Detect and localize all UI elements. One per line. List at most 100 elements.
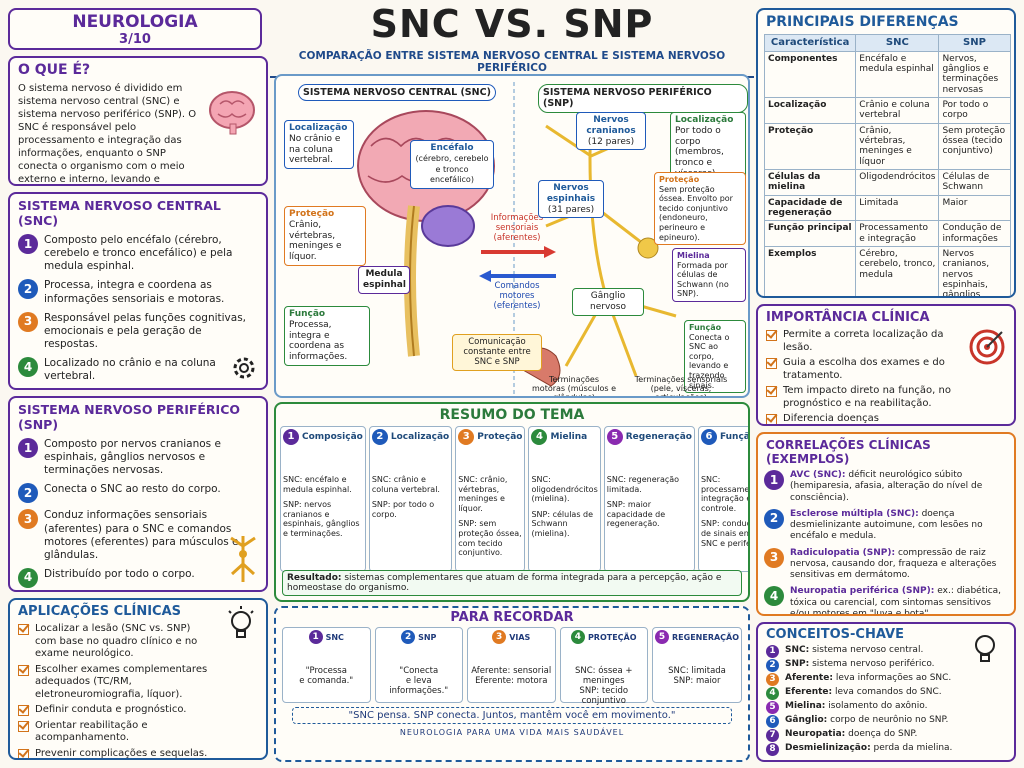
resumo-col-snc: SNC: encéfalo e medula espinhal. <box>283 475 352 494</box>
resumo-col-snc: SNC: processamento, integração e control… <box>700 475 750 513</box>
number-badge: 3 <box>18 509 38 530</box>
checkbox-icon <box>18 720 29 732</box>
item-text: Localizado no crânio e na coluna vertebr… <box>44 357 216 383</box>
recordar-card-line1: Aferente: sensorial <box>471 666 552 676</box>
conceito-text: Mielina: isolamento do axônio. <box>785 701 927 712</box>
check-item: Prevenir complicações e sequelas. <box>18 748 212 758</box>
comm-callout: Comunicação constante entre SNC e SNP <box>452 334 542 371</box>
number-badge: 6 <box>766 715 779 728</box>
check-text: Guia a escolha dos exames e do tratament… <box>783 357 945 381</box>
table-cell: Condução de informações <box>938 220 1011 247</box>
table-cell: Componentes <box>763 50 857 98</box>
number-badge: 1 <box>18 438 38 458</box>
conceito-value: sistema nervoso periférico. <box>812 659 935 669</box>
conceito-text: Aferente: leva informações ao SNC. <box>785 673 951 684</box>
check-text: Diferencia doenças desmielinizantes do S… <box>783 413 879 424</box>
snc-diagram-label: SISTEMA NERVOSO CENTRAL (SNC) <box>298 84 496 102</box>
resumo-col-snp: SNP: condução de sinais entre SNC e peri… <box>700 519 749 548</box>
resumo-col-snc: SNC: crânio, vértebras, meninges e líquo… <box>458 475 508 513</box>
resumo-col-title: Localização <box>390 431 450 442</box>
table-cell: Nervos cranianos, nervos espinhais, gâng… <box>938 246 1011 296</box>
snp-diagram-label: SISTEMA NERVOSO PERIFÉRICO (SNP) <box>538 84 748 113</box>
table-cell: Por todo o corpo <box>938 96 1011 124</box>
eff-label: Comandos motores (eferentes) <box>493 281 541 311</box>
conceito-value: corpo de neurônio no SNP. <box>830 715 949 725</box>
number-badge: 2 <box>764 508 784 529</box>
conceito-text: Eferente: leva comandos do SNC. <box>785 687 942 698</box>
number-badge: 5 <box>655 630 669 644</box>
conceito-item: 1 SNC: sistema nervoso central. <box>766 645 1006 658</box>
lightbulb-icon <box>228 606 254 638</box>
conceito-item: 6 Gânglio: corpo de neurônio no SNP. <box>766 715 1006 728</box>
target-icon <box>969 329 1005 365</box>
correlacao-text: Radiculopatia (SNP): compressão de raiz … <box>790 548 1008 582</box>
conceito-key: Eferente: <box>785 687 833 697</box>
checkbox-icon <box>766 386 777 397</box>
number-badge: 3 <box>764 547 784 568</box>
resumo-col-snc: SNC: crânio e coluna vertebral. <box>371 475 440 494</box>
table-header: Característica <box>763 34 857 52</box>
aplicacoes-list: Localizar a lesão (SNC vs. SNP) com base… <box>10 623 220 758</box>
conceito-value: sistema nervoso central. <box>812 645 924 655</box>
number-badge: 4 <box>570 630 585 644</box>
number-badge: 1 <box>764 470 784 490</box>
table-cell: Proteção <box>763 122 857 170</box>
conceito-text: Desmielinização: perda da mielina. <box>785 743 952 754</box>
checkbox-icon <box>18 748 29 758</box>
conceito-text: SNP: sistema nervoso periférico. <box>785 659 935 670</box>
number-badge: 7 <box>766 729 779 742</box>
snp-title: SISTEMA NERVOSO PERIFÉRICO (SNP) <box>18 402 241 432</box>
correlacao-item: 1 AVC (SNC): déficit neurológico súbito (… <box>764 470 1008 504</box>
resumo-col-snc: SNC: regeneração limitada. <box>606 475 680 494</box>
check-item: Escolher exames complementares adequados… <box>18 664 212 702</box>
number-badge: 3 <box>458 429 475 445</box>
sens-label: Terminações sensoriais (pele, vísceras, … <box>634 375 728 398</box>
conceito-text: SNC: sistema nervoso central. <box>785 645 923 656</box>
aplicacoes-title: APLICAÇÕES CLÍNICAS <box>18 604 182 619</box>
correlacao-text: AVC (SNC): déficit neurológico súbito (h… <box>790 470 1008 504</box>
recordar-card-line2: SNP: tecido conjuntivo <box>579 686 629 706</box>
conceito-value: leva comandos do SNC. <box>835 687 942 697</box>
cran-callout: Nervos cranianos(12 pares) <box>576 112 646 151</box>
checkbox-icon <box>18 624 29 635</box>
conceito-text: Gânglio: corpo de neurônio no SNP. <box>785 715 948 726</box>
check-text: Escolher exames complementares adequados… <box>35 663 208 700</box>
table-cell: Capacidade de regeneração <box>763 194 857 222</box>
table-cell: Sem proteção óssea (tecido conjuntivo) <box>938 122 1011 170</box>
check-item: Localizar a lesão (SNC vs. SNP) com base… <box>18 623 212 661</box>
table-cell: Nervos, gânglios e terminações nervosas <box>938 50 1011 98</box>
item-text: Processa, integra e coordena as informaç… <box>44 279 225 305</box>
conceito-key: Desmielinização: <box>785 743 871 753</box>
number-badge: 4 <box>766 687 779 700</box>
number-badge: 1 <box>766 645 779 658</box>
item-text: Protegido por estruturas ósseas (crânio … <box>44 389 258 390</box>
recordar-footer: NEUROLOGIA PARA UMA VIDA MAIS SAUDÁVEL <box>399 728 625 737</box>
check-item: Permite a correta localização da lesão. <box>766 329 960 354</box>
table-header: SNP <box>938 34 1011 52</box>
resumo-col-title: Função <box>719 431 750 442</box>
o-que-e-text: O sistema nervoso é dividido em sistema … <box>18 83 197 185</box>
